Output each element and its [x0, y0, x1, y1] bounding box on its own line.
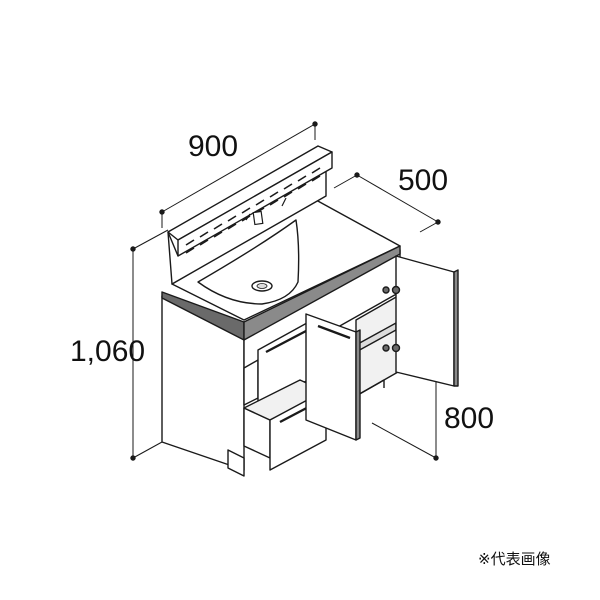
- basin-bowl: [197, 219, 300, 305]
- upper-drawer-handle: [265, 329, 307, 354]
- dimension-lines: [130, 121, 441, 461]
- left-open-door: [305, 313, 361, 441]
- cabinet-plinth: [227, 449, 245, 477]
- depth-dimension-label: 500: [398, 164, 448, 197]
- upper-drawer-box: [243, 359, 259, 406]
- door-hinge-bottom: [391, 343, 401, 353]
- right-open-door: [382, 255, 459, 387]
- faucet-icon: [245, 197, 287, 226]
- shelf-slots: [185, 167, 321, 254]
- representative-image-note: ※代表画像: [478, 550, 551, 568]
- door-hinge-top: [391, 285, 401, 295]
- counter-height-dimension-label: 800: [444, 402, 494, 435]
- left-door-handle: [317, 324, 351, 340]
- width-dimension-label: 900: [188, 130, 238, 163]
- counter-side-edge: [243, 245, 401, 341]
- height-dimension-label: 1,060: [70, 335, 145, 368]
